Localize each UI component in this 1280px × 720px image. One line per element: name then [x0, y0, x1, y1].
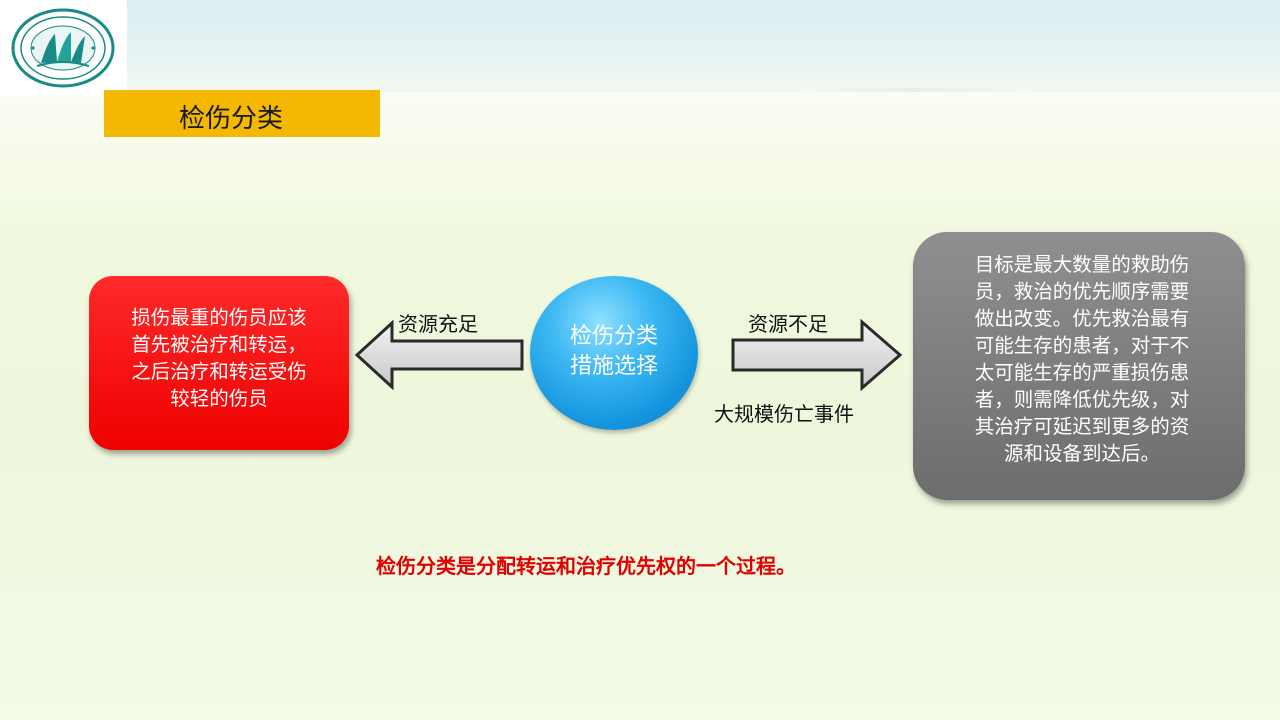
insufficient-resources-box: 目标是最大数量的救助伤 员，救治的优先顺序需要 做出改变。优先救治最有 可能生存… — [913, 232, 1245, 500]
sufficient-resources-box: 损伤最重的伤员应该 首先被治疗和转运， 之后治疗和转运受伤 较轻的伤员 — [89, 276, 349, 450]
triage-choice-circle: 检伤分类 措施选择 — [530, 276, 698, 430]
mass-casualty-label: 大规模伤亡事件 — [714, 402, 854, 426]
arrow-left-icon — [354, 320, 524, 390]
right-box-line: 其治疗可延迟到更多的资 — [974, 415, 1190, 438]
left-box-line: 首先被治疗和转运， — [131, 333, 307, 356]
left-box-line: 较轻的伤员 — [170, 387, 268, 410]
slide-title: 检伤分类 — [179, 104, 284, 134]
right-box-line: 可能生存的患者，对于不 — [974, 334, 1190, 357]
slide-title-bar: 检伤分类 — [104, 90, 380, 137]
right-box-line: 者，则需降低优先级，对 — [974, 388, 1190, 411]
resources-insufficient-label: 资源不足 — [748, 312, 828, 336]
right-box-line: 目标是最大数量的救助伤 — [974, 253, 1190, 276]
arrow-right-icon — [731, 318, 903, 392]
header-divider — [800, 88, 1032, 92]
right-box-line: 员，救治的优先顺序需要 — [974, 280, 1190, 303]
logo — [0, 0, 127, 95]
left-box-line: 之后治疗和转运受伤 — [131, 360, 307, 383]
right-box-line: 太可能生存的严重损伤患 — [974, 361, 1190, 384]
header-band — [0, 0, 1280, 92]
center-line: 措施选择 — [569, 354, 658, 379]
center-line: 检伤分类 — [569, 324, 658, 349]
left-box-line: 损伤最重的伤员应该 — [131, 306, 307, 329]
summary-statement: 检伤分类是分配转运和治疗优先权的一个过程。 — [376, 554, 796, 578]
right-box-line: 源和设备到达后。 — [1003, 442, 1160, 465]
resources-sufficient-label: 资源充足 — [398, 312, 478, 336]
university-emblem-logo — [11, 8, 115, 88]
right-box-line: 做出改变。优先救治最有 — [974, 307, 1190, 330]
